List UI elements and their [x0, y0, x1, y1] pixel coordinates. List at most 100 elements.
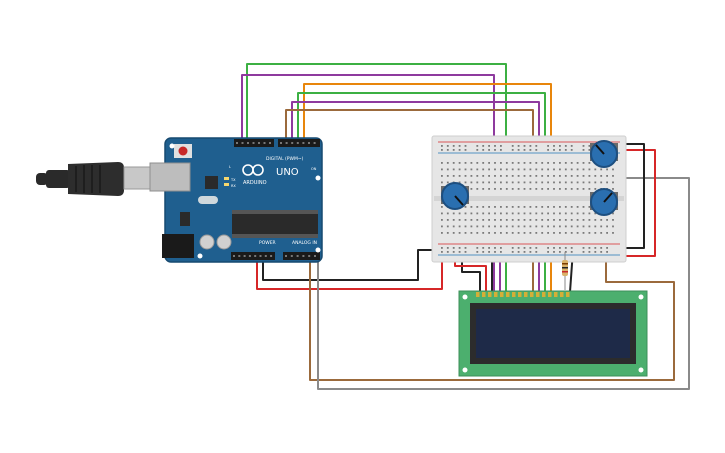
resistor-icon[interactable]: [562, 252, 568, 290]
breadboard-holes: [441, 145, 614, 253]
breadboard-hole: [535, 168, 538, 171]
breadboard-hole: [446, 247, 449, 249]
lcd-pin: [530, 292, 534, 297]
breadboard-hole: [564, 162, 567, 164]
breadboard-hole: [564, 206, 567, 208]
breadboard-hole: [494, 232, 496, 234]
lcd-pin: [566, 292, 570, 297]
breadboard-hole: [441, 145, 443, 147]
breadboard-hole: [606, 251, 608, 253]
breadboard-hole: [529, 232, 532, 234]
breadboard-hole: [606, 225, 608, 228]
arduino-uno-board[interactable]: ARDUINO UNO DIGITAL (PWM~) POWER ANALOG …: [149, 137, 323, 263]
lcd-16x2-display[interactable]: [458, 290, 648, 377]
capacitor: [216, 234, 232, 250]
breadboard-hole: [523, 145, 526, 147]
breadboard-hole: [511, 188, 514, 190]
breadboard-hole: [517, 162, 520, 164]
breadboard-hole: [588, 225, 591, 228]
potentiometer-1[interactable]: [441, 182, 469, 210]
breadboard-hole: [488, 206, 490, 208]
breadboard-hole: [446, 225, 449, 228]
wire-brown-analog[interactable]: [309, 239, 675, 381]
breadboard-hole: [494, 149, 496, 151]
breadboard-hole: [505, 219, 508, 221]
header-pin: [314, 255, 316, 257]
lcd-pin: [548, 292, 552, 297]
breadboard-hole: [488, 247, 490, 249]
breadboard-hole: [464, 149, 467, 151]
breadboard-hole: [523, 225, 526, 228]
header-pin: [238, 255, 241, 257]
breadboard-hole: [547, 188, 549, 190]
breadboard-hole: [529, 212, 532, 215]
breadboard-hole: [559, 168, 561, 171]
breadboard-hole: [535, 175, 538, 177]
breadboard-hole: [511, 162, 514, 164]
wire-black-right[interactable]: [611, 143, 645, 249]
breadboard-hole: [588, 168, 591, 171]
breadboard-hole: [476, 251, 479, 253]
wire-red-right[interactable]: [619, 149, 656, 257]
breadboard-hole: [564, 181, 567, 184]
breadboard-hole: [523, 247, 526, 249]
breadboard-hole: [494, 251, 496, 253]
breadboard-hole: [458, 145, 461, 147]
breadboard-hole: [452, 232, 455, 234]
breadboard-hole: [529, 162, 532, 164]
breadboard-hole: [529, 181, 532, 184]
breadboard-hole: [588, 162, 591, 164]
breadboard-hole: [606, 181, 608, 184]
breadboard-hole: [517, 188, 520, 190]
potentiometer-2[interactable]: [590, 140, 618, 168]
lcd-pin: [488, 292, 492, 297]
breadboard-hole: [559, 219, 561, 221]
breadboard-hole: [452, 175, 455, 177]
breadboard-hole: [500, 168, 502, 171]
header-pin: [285, 255, 287, 257]
breadboard[interactable]: [431, 135, 627, 263]
breadboard-hole: [464, 251, 467, 253]
breadboard-hole: [470, 188, 473, 190]
breadboard-hole: [452, 247, 455, 249]
breadboard-hole: [612, 232, 614, 234]
wire-black-gnd[interactable]: [262, 249, 446, 281]
breadboard-hole: [559, 206, 561, 208]
breadboard-hole: [576, 232, 579, 234]
breadboard-hole: [476, 181, 479, 184]
breadboard-hole: [582, 145, 585, 147]
wire-gray-analog[interactable]: [317, 177, 690, 390]
breadboard-hole: [458, 225, 461, 228]
breadboard-hole: [582, 212, 585, 215]
breadboard-hole: [446, 181, 449, 184]
header-pin: [248, 255, 251, 257]
breadboard-hole: [576, 212, 579, 215]
breadboard-hole: [564, 247, 567, 249]
breadboard-hole: [612, 219, 614, 221]
breadboard-hole: [494, 212, 496, 215]
lcd-pin: [500, 292, 504, 297]
breadboard-hole: [464, 232, 467, 234]
header-pin: [280, 142, 282, 144]
breadboard-hole: [505, 188, 508, 190]
header-pin: [290, 255, 293, 257]
potentiometer-3[interactable]: [590, 188, 618, 216]
breadboard-hole: [606, 247, 608, 249]
breadboard-hole: [594, 232, 597, 234]
breadboard-hole: [523, 181, 526, 184]
breadboard-hole: [547, 225, 549, 228]
breadboard-hole: [505, 168, 508, 171]
breadboard-hole: [559, 181, 561, 184]
breadboard-hole: [588, 232, 591, 234]
breadboard-hole: [570, 168, 573, 171]
breadboard-hole: [511, 145, 514, 147]
header-pin: [236, 142, 238, 144]
breadboard-hole: [476, 168, 479, 171]
lcd-pin: [560, 292, 564, 297]
breadboard-hole: [500, 219, 502, 221]
breadboard-hole: [600, 247, 603, 249]
breadboard-hole: [458, 181, 461, 184]
breadboard-hole: [564, 149, 567, 151]
breadboard-hole: [564, 219, 567, 221]
breadboard-hole: [511, 212, 514, 215]
